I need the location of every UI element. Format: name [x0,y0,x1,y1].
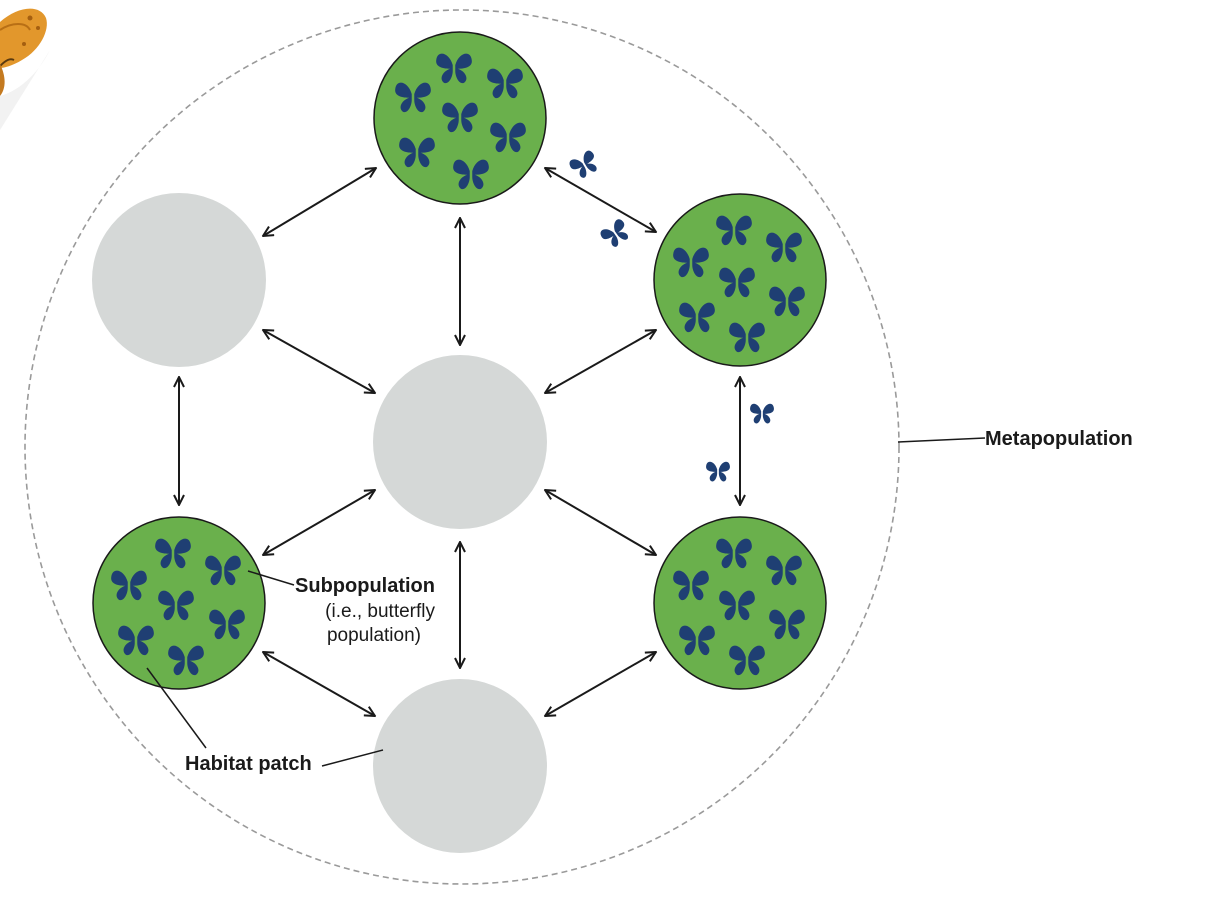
metapopulation-label: Metapopulation [985,428,1133,450]
patch-top [373,31,547,205]
arrow-top-upper-right [545,168,656,232]
leader-lines [146,437,986,767]
patch-center [373,355,547,529]
subpopulation-label: Subpopulation [295,575,435,597]
butterfly-icon [567,149,602,181]
patch-bottom [373,679,547,853]
subpopulation-note-line-2: population) [327,625,421,646]
butterfly-icon [750,403,774,424]
arrow-center-upper-right [545,330,656,393]
habitat-patch-label: Habitat patch [185,753,312,775]
orange-butterfly-icon [0,8,47,96]
subpopulation-note-line-1: (i.e., butterfly [325,601,435,622]
arrow-top-upper-left [263,168,376,236]
metapopulation-leader [897,437,986,443]
dispersal-arrows [179,168,740,716]
butterfly-icon [598,217,633,251]
arrow-upper-left-center [263,330,375,393]
habitat-patches [92,31,827,853]
arrow-center-lower-left [263,490,375,555]
arrow-lower-left-bottom [263,652,375,716]
corner-shadow [0,50,50,130]
habitat-patch-leader-left [146,667,207,749]
metapopulation-boundary [24,9,900,885]
habitat-patch-leader-bottom [321,749,384,767]
subpopulation-leader [247,570,295,586]
arrow-bottom-lower-right [545,652,656,716]
arrow-center-lower-right [545,490,656,555]
butterfly-icon [706,461,730,482]
patch-upper-left [92,193,266,367]
